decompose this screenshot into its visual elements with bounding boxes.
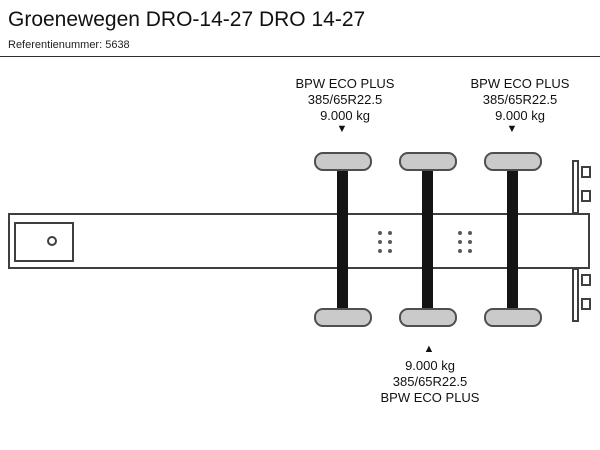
reference-number: Referentienummer: 5638 (8, 39, 130, 51)
arrow-up-icon: ▲ (423, 343, 435, 355)
axle-bar-3 (507, 168, 518, 314)
tire-top-1 (314, 152, 372, 171)
hole-dot (388, 231, 392, 235)
hole-dot (468, 231, 472, 235)
chassis-frame (8, 213, 590, 269)
axle-tire-size: 385/65R22.5 (392, 374, 468, 389)
hole-dot (468, 240, 472, 244)
axle-label-middle: 9.000 kg 385/65R22.5 BPW ECO PLUS (355, 358, 505, 406)
crossmember-holes (457, 228, 473, 256)
hole-dot (388, 240, 392, 244)
hole-dot (388, 249, 392, 253)
axle-brand: BPW ECO PLUS (295, 76, 395, 91)
kingpin-plate (14, 222, 74, 262)
tire-top-2 (399, 152, 457, 171)
rear-lamp-box (581, 298, 591, 310)
tire-top-3 (484, 152, 542, 171)
header-divider (0, 56, 600, 57)
axle-load: 9.000 kg (320, 108, 370, 123)
hole-dot (458, 249, 462, 253)
axle-brand: BPW ECO PLUS (380, 390, 480, 405)
kingpin-circle (47, 236, 57, 246)
axle-tire-size: 385/65R22.5 (307, 92, 383, 107)
page-title: Groenewegen DRO-14-27 DRO 14-27 (8, 8, 366, 31)
tire-bottom-1 (314, 308, 372, 327)
arrow-down-icon: ▼ (336, 123, 348, 135)
rear-lamp-box (581, 274, 591, 286)
axle-label-front: BPW ECO PLUS 385/65R22.5 9.000 kg (275, 76, 415, 124)
hole-dot (468, 249, 472, 253)
tire-bottom-2 (399, 308, 457, 327)
rear-bracket-top (572, 160, 579, 214)
axle-load: 9.000 kg (495, 108, 545, 123)
axle-bar-2 (422, 168, 433, 314)
rear-lamp-box (581, 166, 591, 178)
hole-dot (378, 231, 382, 235)
axle-load: 9.000 kg (405, 358, 455, 373)
rear-lamp-box (581, 190, 591, 202)
hole-dot (378, 240, 382, 244)
tire-bottom-3 (484, 308, 542, 327)
hole-dot (378, 249, 382, 253)
axle-bar-1 (337, 168, 348, 314)
hole-dot (458, 240, 462, 244)
arrow-down-icon: ▼ (506, 123, 518, 135)
crossmember-holes (377, 228, 393, 256)
rear-bracket-bottom (572, 268, 579, 322)
axle-tire-size: 385/65R22.5 (482, 92, 558, 107)
axle-label-rear: BPW ECO PLUS 385/65R22.5 9.000 kg (450, 76, 590, 124)
hole-dot (458, 231, 462, 235)
axle-brand: BPW ECO PLUS (470, 76, 570, 91)
